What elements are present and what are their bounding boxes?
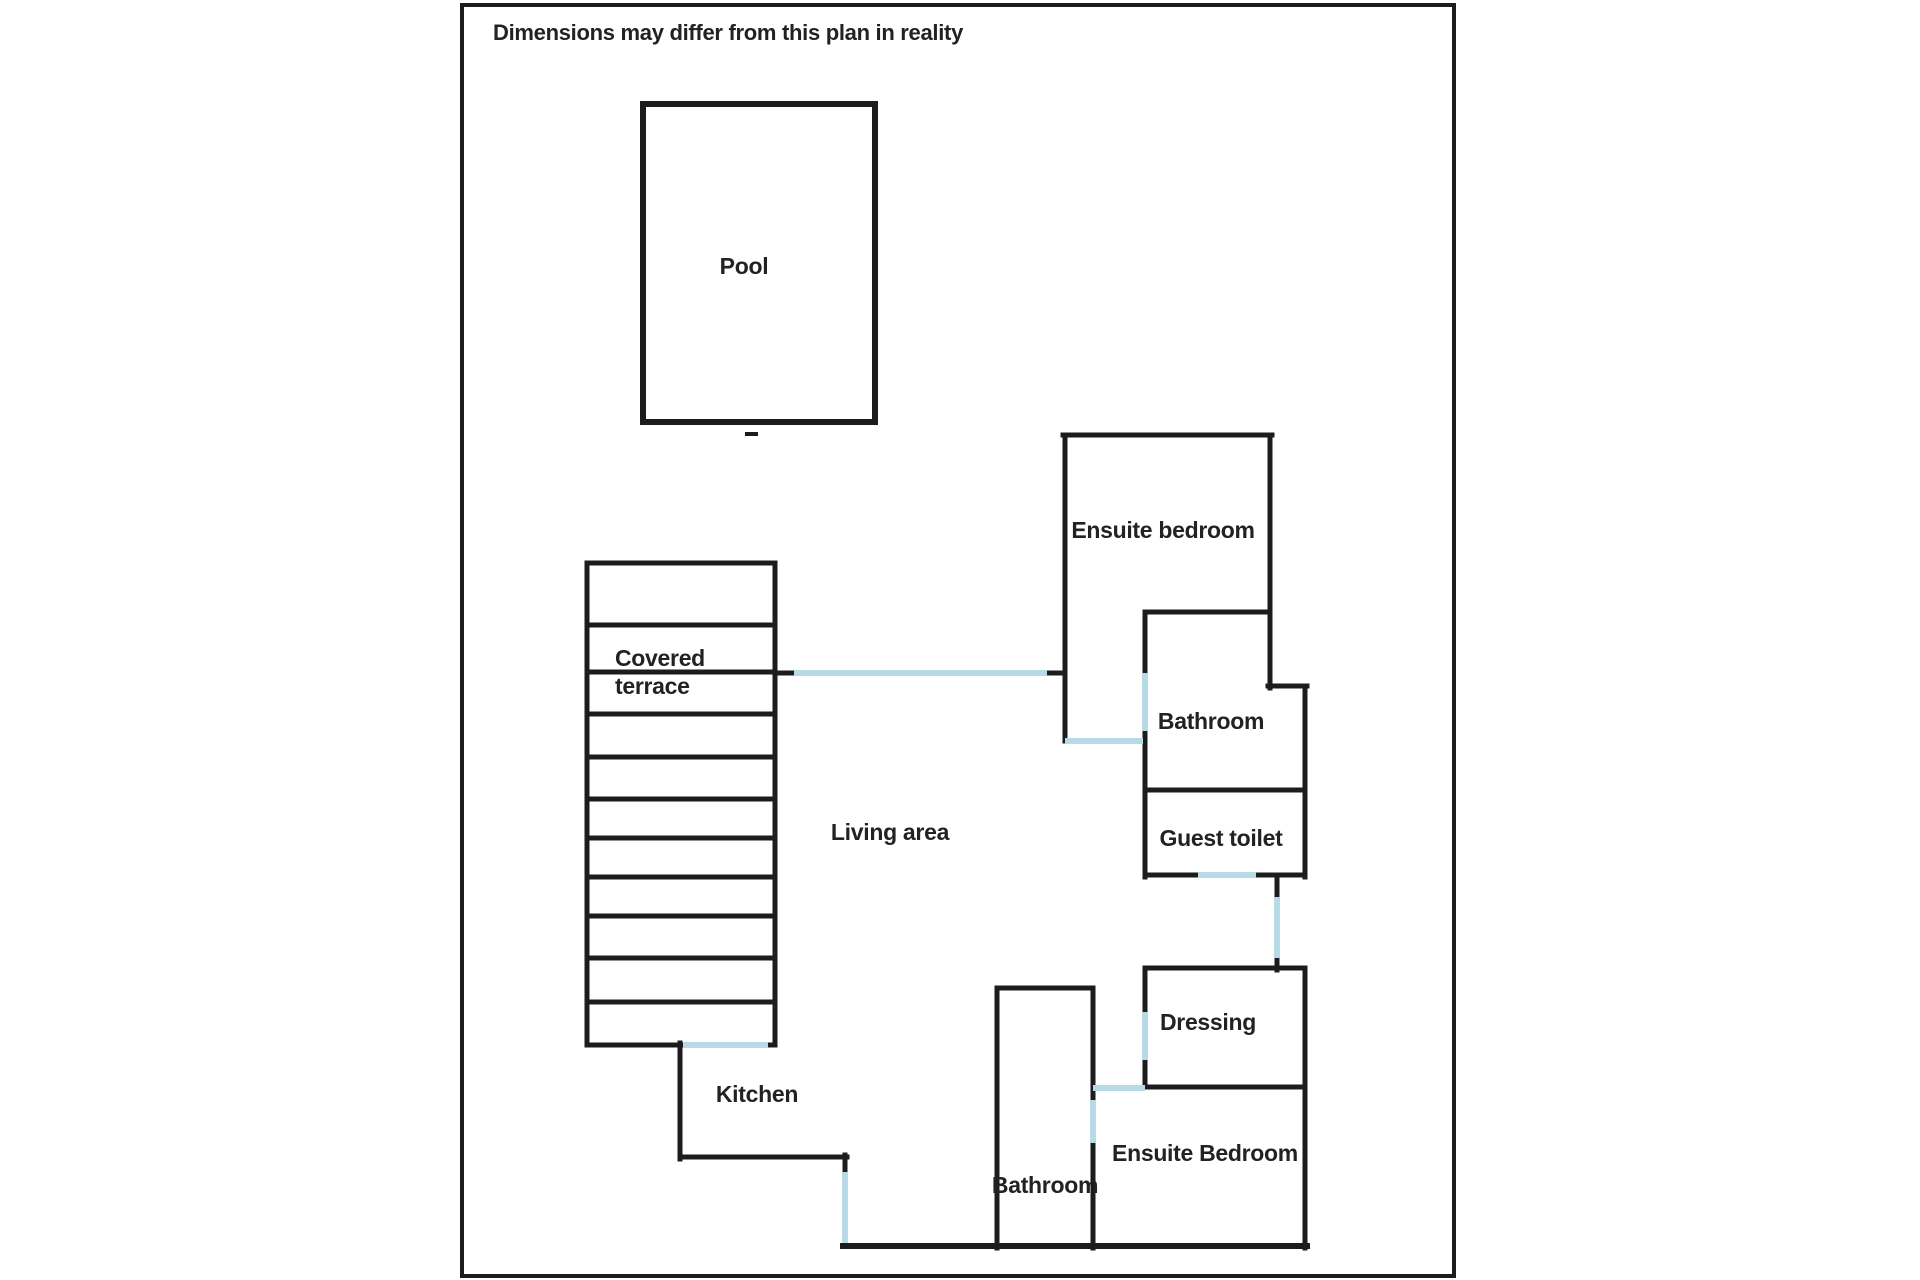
dressing-room: Dressing	[1142, 965, 1308, 1251]
bathroom-bottom-room: Bathroom	[992, 985, 1098, 1251]
dressing-label: Dressing	[1160, 1009, 1256, 1035]
bathroom-top-room: Bathroom	[1142, 609, 1308, 880]
ensuite-bedroom-bottom-label: Ensuite Bedroom	[1112, 1140, 1298, 1166]
terrace-label-line1: Covered	[615, 645, 705, 671]
guest-toilet-label: Guest toilet	[1160, 825, 1284, 851]
bathroom-top-label: Bathroom	[1158, 708, 1264, 734]
terrace-outline	[584, 560, 778, 1048]
pool-label: Pool	[720, 253, 769, 279]
pool-outline	[640, 101, 878, 425]
ensuite-bedroom-top-label: Ensuite bedroom	[1071, 517, 1254, 543]
ensuite-bedroom-top-room: Ensuite bedroom	[1060, 432, 1310, 744]
pool-room: Pool	[640, 101, 878, 436]
ensuite-bedroom-bottom-room: Ensuite Bedroom	[840, 1140, 1310, 1249]
guest-toilet-room: Guest toilet	[1142, 825, 1308, 878]
covered-terrace-room: Covered terrace	[584, 560, 778, 1048]
plan-border	[460, 3, 1456, 1278]
disclaimer-text: Dimensions may differ from this plan in …	[493, 20, 964, 45]
bathroom-bottom-label: Bathroom	[992, 1172, 1098, 1198]
kitchen-room: Kitchen	[677, 1040, 850, 1175]
living-area-label: Living area	[831, 819, 950, 845]
kitchen-label: Kitchen	[716, 1081, 798, 1107]
living-area-room: Living area	[772, 670, 1068, 845]
terrace-label-line2: terrace	[615, 673, 690, 699]
